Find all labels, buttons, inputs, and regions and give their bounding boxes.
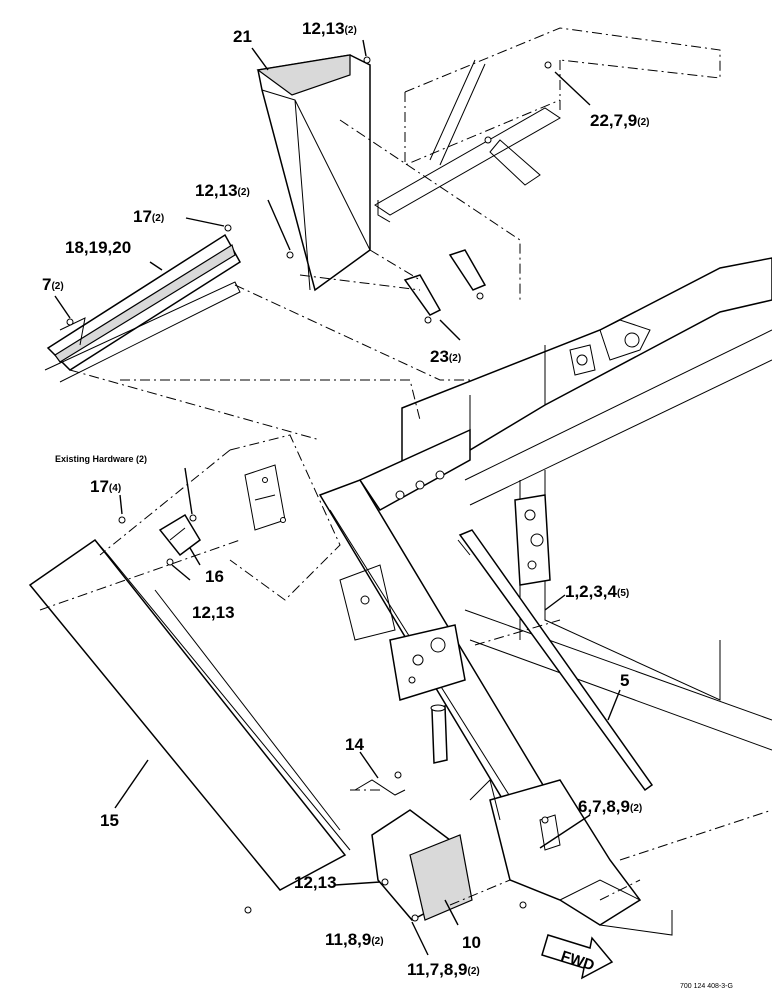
- side-shield-15: [28, 538, 351, 891]
- main-frame: [229, 257, 772, 936]
- callout-12-13-bottom: 12,13: [294, 873, 337, 892]
- callout-23: 23(2): [430, 347, 461, 366]
- callout-6-7-8-9: 6,7,8,9(2): [578, 797, 642, 816]
- callout-17-left: 17(4): [90, 477, 121, 496]
- upper-shield-21: [256, 54, 371, 292]
- callout-12-13-top: 12,13(2): [302, 19, 357, 38]
- callout-15: 15: [100, 811, 119, 830]
- lower-brackets: [354, 779, 473, 921]
- callout-1-2-3-4: 1,2,3,4(5): [565, 582, 629, 601]
- brackets-23: [403, 249, 487, 316]
- diagonal-brace-5: [457, 529, 654, 792]
- callout-11-7-8-9: 11,7,8,9(2): [407, 960, 480, 979]
- existing-hardware-label: Existing Hardware (2): [55, 454, 147, 464]
- callout-22-7-9: 22,7,9(2): [590, 111, 650, 130]
- callout-7: 7(2): [42, 275, 64, 294]
- callout-5: 5: [620, 671, 629, 690]
- callout-labels: 21 12,13(2) 22,7,9(2) 12,13(2) 17(2) 18,…: [42, 19, 733, 990]
- drawing-number: 700 124 408-3-G: [680, 983, 733, 990]
- callout-21: 21: [233, 27, 252, 46]
- callout-16: 16: [205, 567, 224, 586]
- callout-14: 14: [345, 735, 364, 754]
- leader-lines: [54, 39, 621, 956]
- hardware-bolts: [66, 56, 552, 922]
- upper-frame-section: [374, 27, 721, 223]
- callout-12-13-mid: 12,13: [192, 603, 235, 622]
- forward-arrow: FWD: [541, 934, 614, 980]
- upper-rail-18-19-20: [44, 233, 241, 383]
- assembly-lines: [39, 119, 641, 906]
- callout-12-13-shield: 12,13(2): [195, 181, 250, 200]
- callout-18-19-20: 18,19,20: [65, 238, 131, 257]
- callout-17-top: 17(2): [133, 207, 164, 226]
- bracket-16: [158, 513, 201, 557]
- callout-11-8-9: 11,8,9(2): [325, 930, 384, 949]
- callout-10: 10: [462, 933, 481, 952]
